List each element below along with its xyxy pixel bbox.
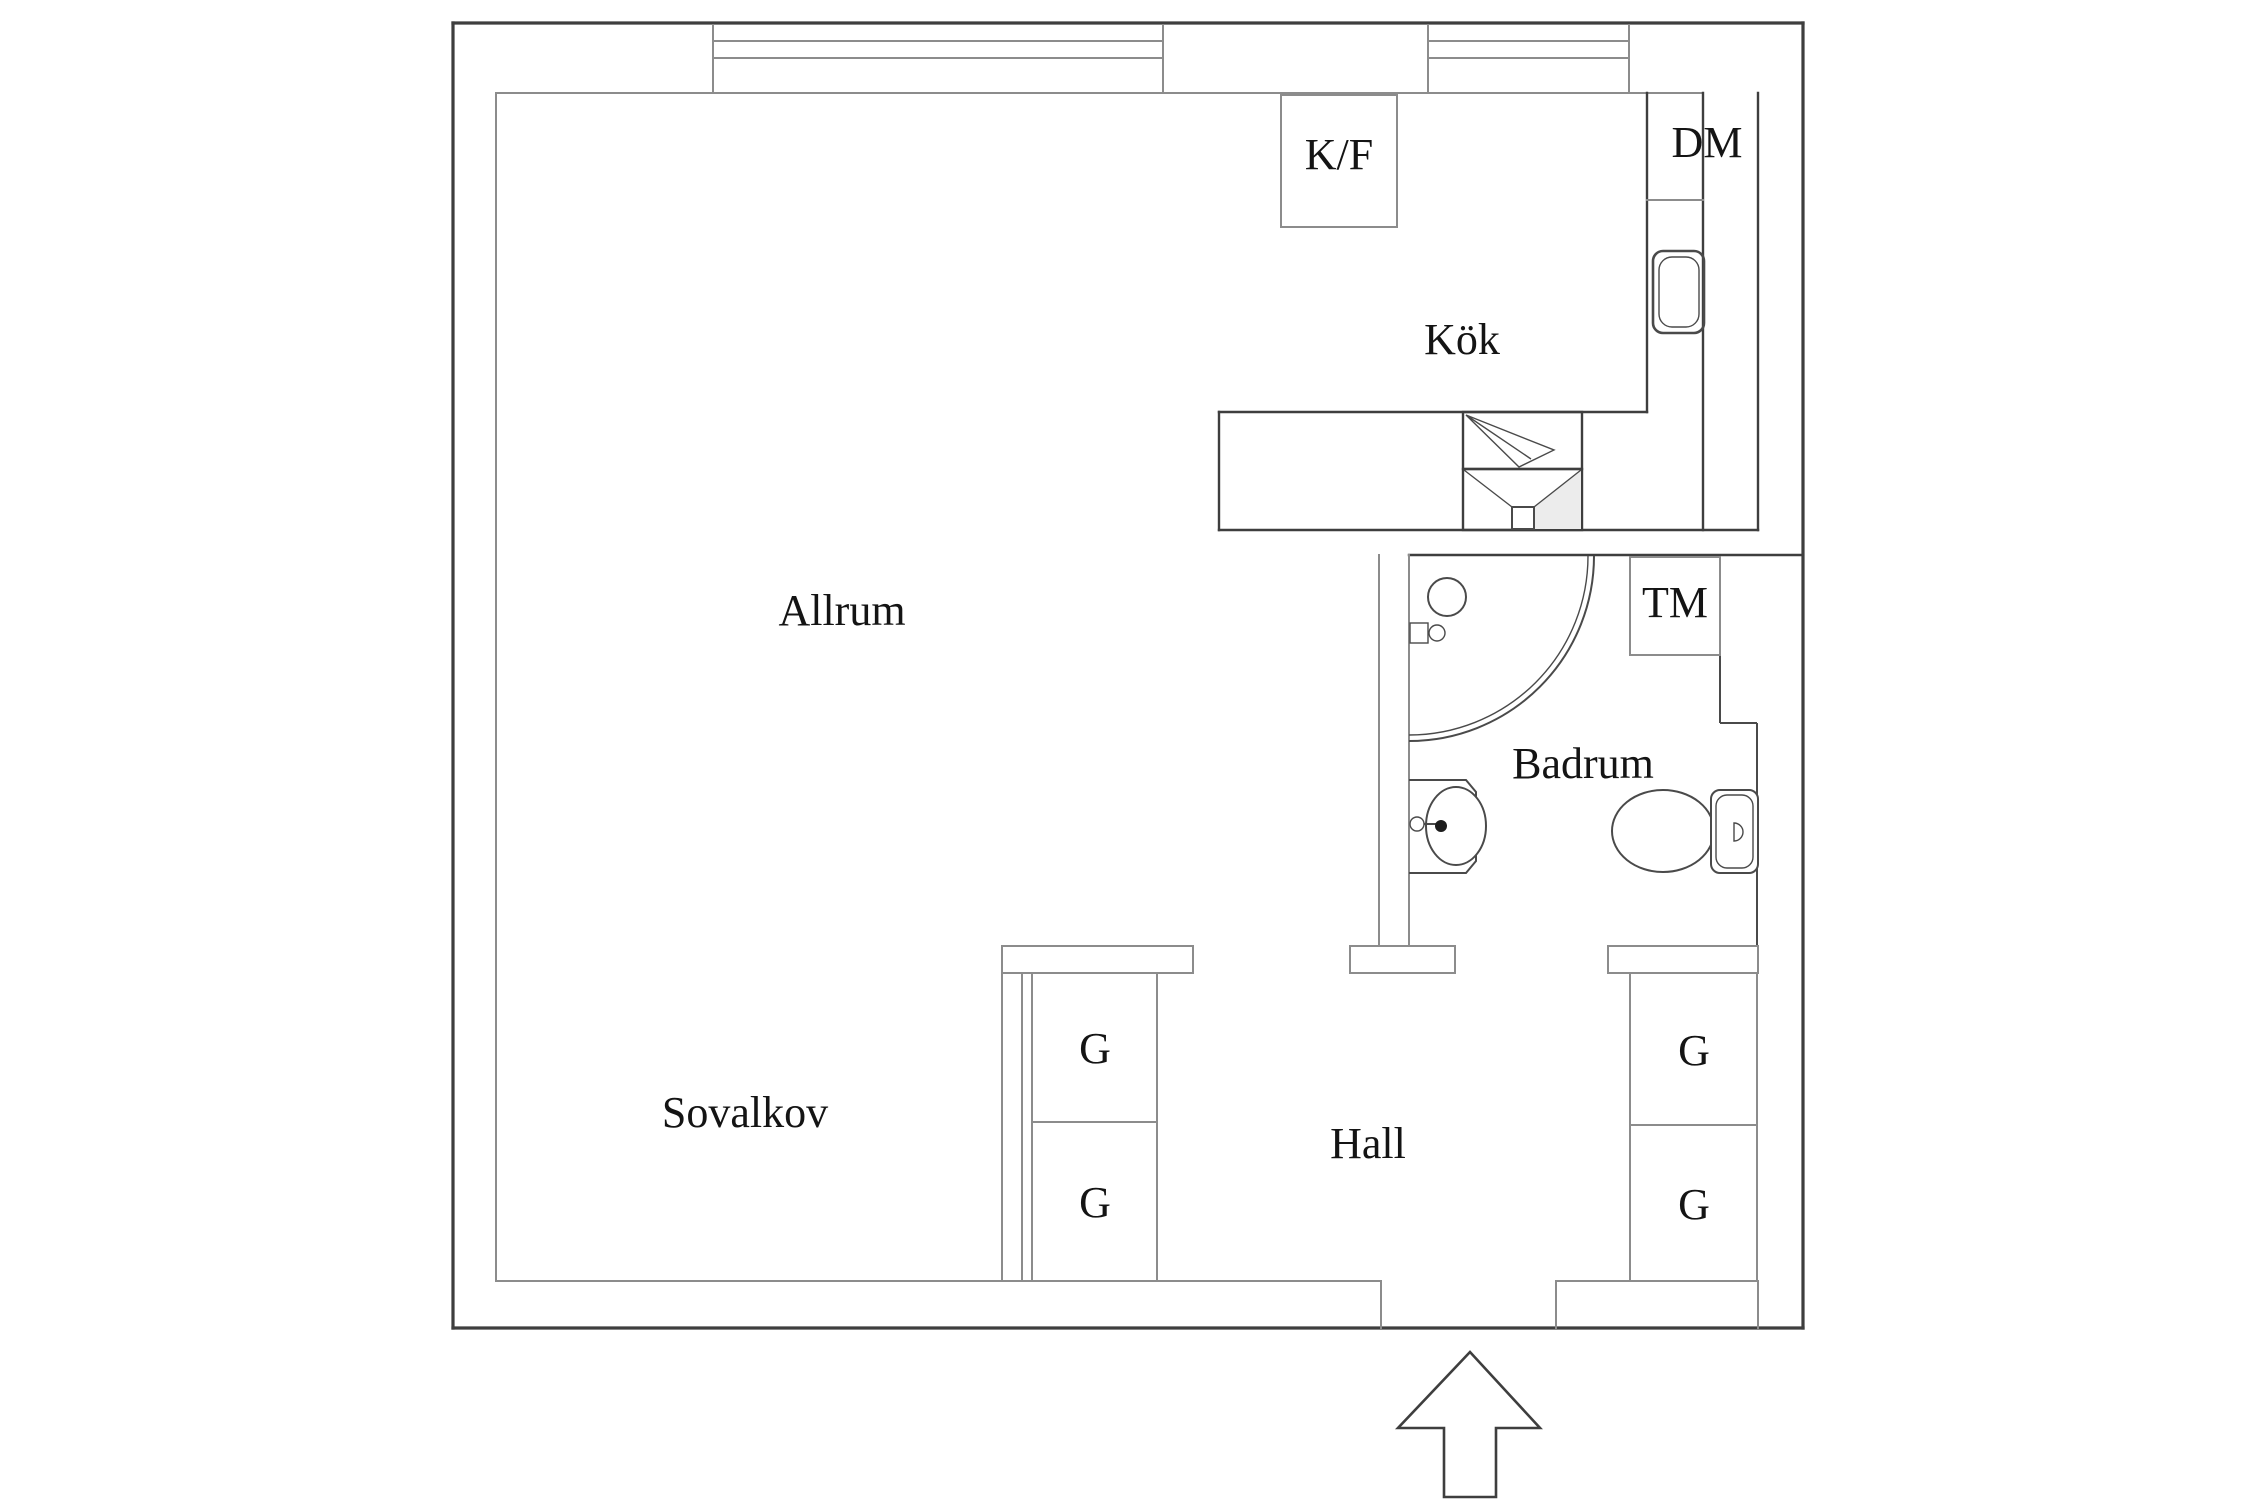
- room-label-sovalkov: Sovalkov: [662, 1088, 828, 1137]
- outer-walls: [451, 21, 1805, 1330]
- toilet-tank-inner: [1715, 794, 1754, 869]
- wardrobe-label: G: [1079, 1024, 1111, 1073]
- washing-machine-label: TM: [1642, 578, 1708, 627]
- shower-icon: [1408, 555, 1595, 742]
- door-stub-bathroom-right: [1607, 945, 1759, 974]
- washbasin-bowl: [1425, 786, 1487, 866]
- hall-area: G G G G Hall: [1001, 945, 1758, 1282]
- kitchen-sink-outer: [1651, 249, 1706, 335]
- washbasin-tap-dot: [1435, 820, 1447, 832]
- room-label-badrum: Badrum: [1512, 739, 1654, 788]
- wardrobe-right-column: G G: [1629, 972, 1758, 1282]
- inner-wall-bottom-right: [1555, 1280, 1759, 1329]
- partition-wall: [1001, 945, 1023, 1282]
- window-left: [712, 24, 1164, 94]
- toilet-bowl: [1611, 789, 1715, 873]
- room-label-hall: Hall: [1330, 1119, 1406, 1168]
- door-stub-hall-top: [1001, 945, 1194, 974]
- window-right: [1427, 24, 1630, 94]
- inner-wall-bottom-left: [495, 1280, 1382, 1329]
- kitchen-sink-icon: [1651, 249, 1706, 335]
- fan-duct: [1511, 506, 1535, 530]
- washing-machine-box: [1629, 556, 1721, 656]
- wardrobe-left-column: G G: [1031, 972, 1158, 1282]
- window-right-glazing: [1427, 40, 1630, 59]
- fridge-freezer-label: K/F: [1305, 130, 1373, 179]
- extractor-fan-icon: [1461, 467, 1584, 532]
- kitchen: K/F DM Kök: [1217, 91, 1760, 532]
- wardrobe-label: G: [1079, 1178, 1111, 1227]
- fan-funnel: [1463, 469, 1582, 508]
- wardrobe-right-box: [1629, 972, 1758, 1282]
- stove-arrow: [1465, 414, 1556, 468]
- fridge-freezer-box: [1280, 94, 1398, 228]
- top-wall-band: [495, 24, 1704, 94]
- room-label-kok: Kök: [1424, 315, 1500, 364]
- entrance-arrow-icon: [1394, 1350, 1543, 1499]
- dishwasher-label: DM: [1672, 118, 1743, 167]
- shower-screen-outer: [1408, 555, 1595, 742]
- shower-screen-inner: [1408, 555, 1589, 736]
- kitchen-sink-inner: [1658, 256, 1700, 328]
- toilet-icon: [1611, 789, 1759, 874]
- shower-mixer: [1409, 622, 1429, 644]
- door-stub-hall-left: [1349, 945, 1456, 974]
- toilet-flush-button: [1733, 822, 1744, 842]
- bathroom-wall-right: [1719, 556, 1758, 946]
- wardrobe-label: G: [1678, 1026, 1710, 1075]
- fan-shade: [1534, 471, 1581, 529]
- washbasin-icon: [1409, 779, 1487, 874]
- room-label-allrum: Allrum: [778, 586, 905, 635]
- shower-mixer-knob: [1428, 624, 1446, 642]
- wardrobe-left-box: [1031, 972, 1158, 1282]
- window-left-glazing: [712, 40, 1164, 59]
- stove-icon: [1461, 410, 1584, 471]
- bathroom-wall-left-band: [1378, 554, 1410, 947]
- wardrobe-label: G: [1678, 1180, 1710, 1229]
- shower-head: [1427, 577, 1467, 617]
- bathroom: TM Badrum: [1349, 553, 1805, 974]
- washbasin-tap-knob: [1409, 816, 1425, 832]
